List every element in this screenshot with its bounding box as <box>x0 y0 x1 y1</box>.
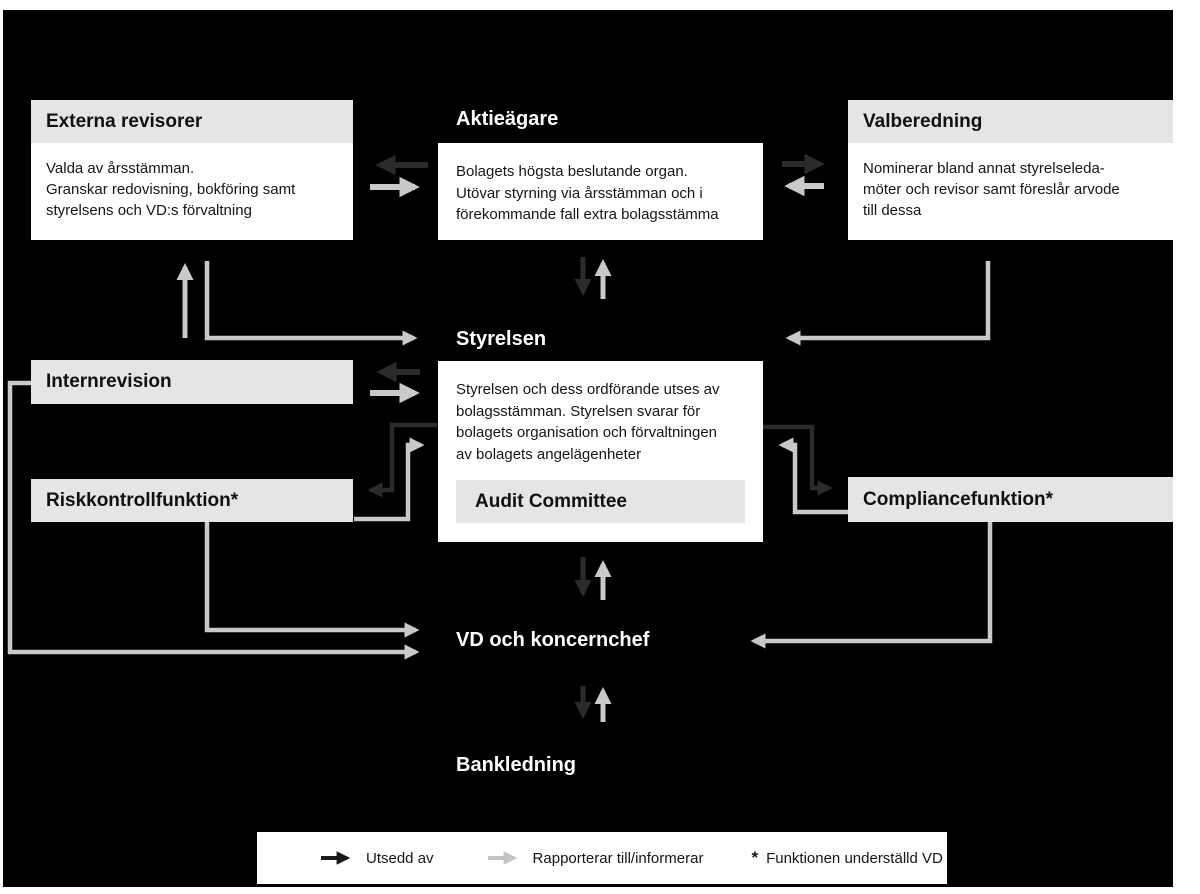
box-audit-committee: Audit Committee <box>456 480 745 523</box>
legend-reports-item: Rapporterar till/informerar <box>486 849 704 867</box>
box-compliancefunktion: Compliancefunktion* <box>848 477 1173 522</box>
legend-appointed-label: Utsedd av <box>366 849 434 867</box>
legend-appointed-item: Utsedd av <box>319 850 434 867</box>
label-bankledning: Bankledning <box>456 754 577 776</box>
label-aktieagare: Aktieägare <box>456 108 559 130</box>
box-valberedning-title: Valberedning <box>848 100 1173 143</box>
legend-footnote-item: * Funktionen underställd VD <box>751 848 942 868</box>
legend: Utsedd av Rapporterar till/informerar * … <box>257 832 947 884</box>
box-externa-revisorer: Externa revisorer Valda av årsstämman. G… <box>31 100 353 240</box>
legend-footnote-label: Funktionen underställd VD <box>766 849 943 867</box>
box-externa-revisorer-title: Externa revisorer <box>31 100 353 143</box>
box-aktieagare: Bolagets högsta beslutande organ. Utövar… <box>438 143 763 240</box>
box-externa-revisorer-body: Valda av årsstämman. Granskar redovisnin… <box>31 143 353 240</box>
label-styrelsen: Styrelsen <box>456 328 547 350</box>
legend-reports-arrow-icon <box>487 851 517 865</box>
box-styrelsen: Styrelsen och dess ordförande utses av b… <box>438 361 763 542</box>
legend-appointed-arrow-icon <box>321 851 351 865</box>
box-valberedning: Valberedning Nominerar bland annat styre… <box>848 100 1173 240</box>
box-styrelsen-body: Styrelsen och dess ordförande utses av b… <box>456 381 720 463</box>
label-vd-och-koncernchef: VD och koncernchef <box>456 629 650 651</box>
box-riskkontrollfunktion: Riskkontrollfunktion* <box>31 479 353 522</box>
legend-reports-label: Rapporterar till/informerar <box>532 849 704 867</box>
box-aktieagare-body: Bolagets högsta beslutande organ. Utövar… <box>456 163 719 223</box>
box-internrevision: Internrevision <box>31 360 353 404</box>
box-valberedning-body: Nominerar bland annat styrelseleda- möte… <box>848 143 1173 240</box>
legend-footnote-mark: * <box>751 848 759 867</box>
